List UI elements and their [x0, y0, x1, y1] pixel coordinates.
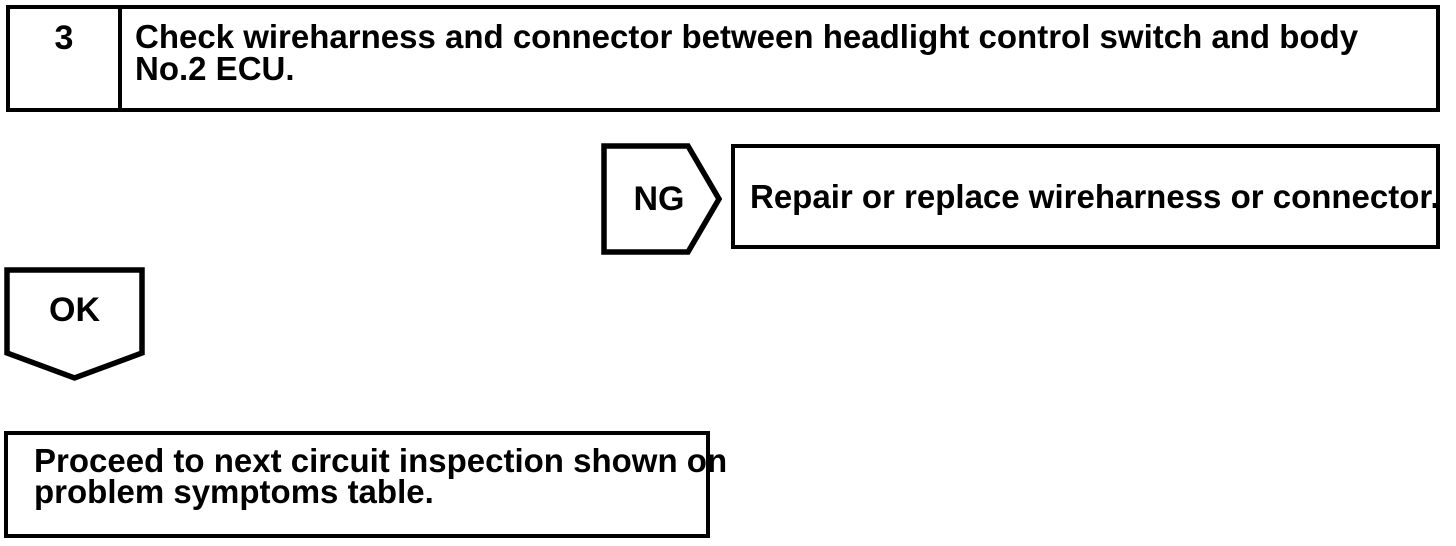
ok-result-box: Proceed to next circuit inspection shown…: [4, 431, 728, 538]
ng-result-box: Repair or replace wireharness or connect…: [731, 144, 1440, 249]
step-instruction-line-1: Check wireharness and connector between …: [135, 18, 1359, 55]
ng-result-text: Repair or replace wireharness or connect…: [750, 177, 1440, 215]
ng-connector-shape: [601, 143, 722, 255]
ok-connector-label: OK: [49, 291, 100, 329]
step-number: 3: [54, 19, 74, 57]
ok-connector-shape: [4, 267, 145, 381]
step-instruction: Check wireharness and connector between …: [122, 9, 1436, 108]
ok-result-line-1: Proceed to next circuit inspection shown…: [34, 442, 728, 479]
step-instruction-line-2: No.2 ECU.: [135, 50, 295, 87]
step-box: 3 Check wireharness and connector betwee…: [6, 5, 1440, 112]
ng-connector-label: NG: [633, 180, 685, 218]
step-number-cell: 3: [10, 9, 122, 108]
ok-result-line-2: problem symptoms table.: [34, 473, 434, 510]
